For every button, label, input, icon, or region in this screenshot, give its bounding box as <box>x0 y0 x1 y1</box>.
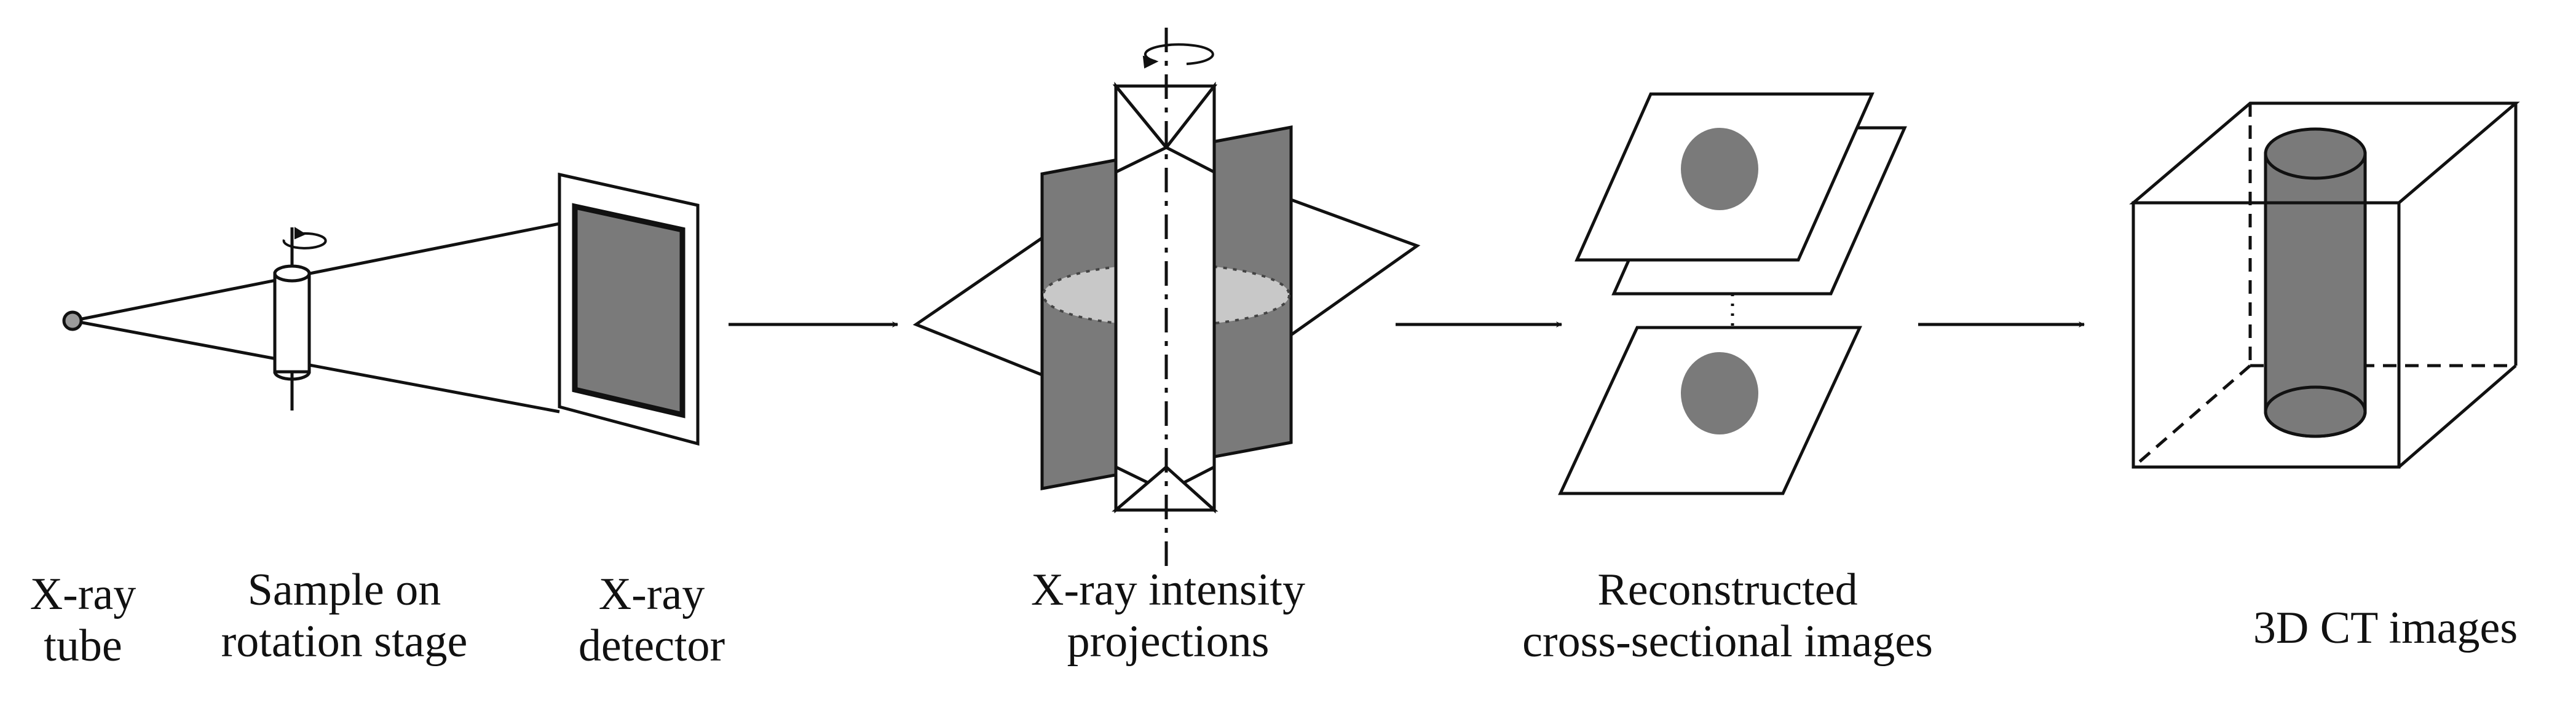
label-reconstructed: Reconstructed cross-sectional images <box>1494 564 1961 667</box>
label-projections: X-ray intensity projections <box>978 564 1359 667</box>
label-ct-line1: 3D CT images <box>2253 603 2518 653</box>
beam-bottom-line <box>72 319 560 414</box>
label-detector: X-ray detector <box>547 568 756 672</box>
rotation-arrow-icon <box>282 227 327 249</box>
label-ct: 3D CT images <box>2201 602 2570 654</box>
label-xray-tube-line2: tube <box>44 621 122 671</box>
label-detector-line1: X-ray <box>598 569 705 619</box>
xray-setup <box>62 172 700 446</box>
cross-section-top <box>1681 128 1758 210</box>
projections-figure <box>912 28 1421 572</box>
label-sample-line1: Sample on <box>247 565 441 615</box>
label-reconstructed-line1: Reconstructed <box>1597 565 1858 615</box>
projection-rotation-icon <box>1142 43 1214 69</box>
label-projections-line2: projections <box>1067 616 1270 667</box>
label-reconstructed-line2: cross-sectional images <box>1522 616 1933 667</box>
label-xray-tube: X-ray tube <box>12 568 154 672</box>
label-xray-tube-line1: X-ray <box>30 569 136 619</box>
ct-cube <box>2129 101 2520 469</box>
label-sample-line2: rotation stage <box>221 616 468 667</box>
label-projections-line1: X-ray intensity <box>1031 565 1305 615</box>
ct-cylinder-icon <box>2264 127 2367 438</box>
label-detector-line2: detector <box>578 621 725 671</box>
cross-section-bottom <box>1681 352 1758 434</box>
beam-top-line <box>72 222 560 323</box>
reconstructed-slices <box>1558 92 1907 495</box>
xray-tube-icon <box>62 310 83 331</box>
detector-panel-icon <box>558 172 700 446</box>
label-sample: Sample on rotation stage <box>203 564 486 667</box>
sample-cylinder-icon <box>273 264 311 381</box>
